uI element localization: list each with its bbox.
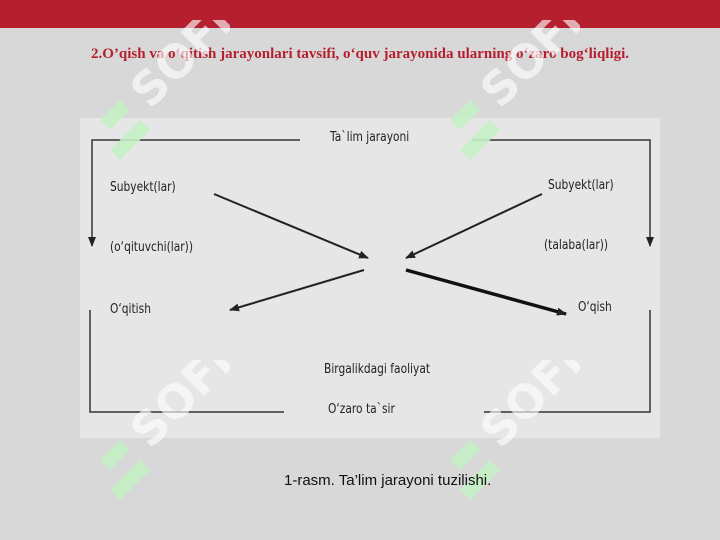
process-diagram: Ta`lim jarayoni Subyekt(lar) (o‘qituvchi…	[80, 118, 660, 438]
right-activity-label: O‘qish	[578, 300, 612, 315]
figure-caption: 1-rasm. Ta’lim jarayoni tuzilishi.	[284, 472, 492, 489]
top-label: Ta`lim jarayoni	[330, 130, 410, 145]
right-role-label: (talaba(lar))	[544, 238, 609, 253]
arrow-center-to-learning	[405, 268, 567, 316]
left-role-label: (o‘qituvchi(lar))	[110, 240, 193, 255]
arrow-teacher-to-center	[213, 193, 369, 259]
arrow-center-to-teaching	[229, 269, 365, 312]
top-right-connector	[472, 139, 654, 247]
svg-text:SOFF: SOFF	[470, 20, 580, 118]
svg-text:SOFF: SOFF	[120, 20, 230, 118]
bottom-left-connector	[89, 310, 284, 413]
diagram-lines	[88, 139, 654, 413]
top-accent-bar	[0, 0, 720, 28]
left-activity-label: O‘qitish	[110, 302, 151, 317]
bottom-label-interaction: O‘zaro ta`sir	[328, 402, 395, 417]
right-subject-label: Subyekt(lar)	[548, 178, 614, 193]
bottom-label-joint-activity: Birgalikdagi faoliyat	[324, 362, 431, 377]
arrow-student-to-center	[405, 193, 543, 259]
top-left-connector	[88, 139, 300, 247]
slide-title: 2.O’qish va o‘qitish jarayonlari tavsifi…	[90, 46, 630, 62]
bottom-right-connector	[484, 310, 651, 413]
left-subject-label: Subyekt(lar)	[110, 180, 176, 195]
